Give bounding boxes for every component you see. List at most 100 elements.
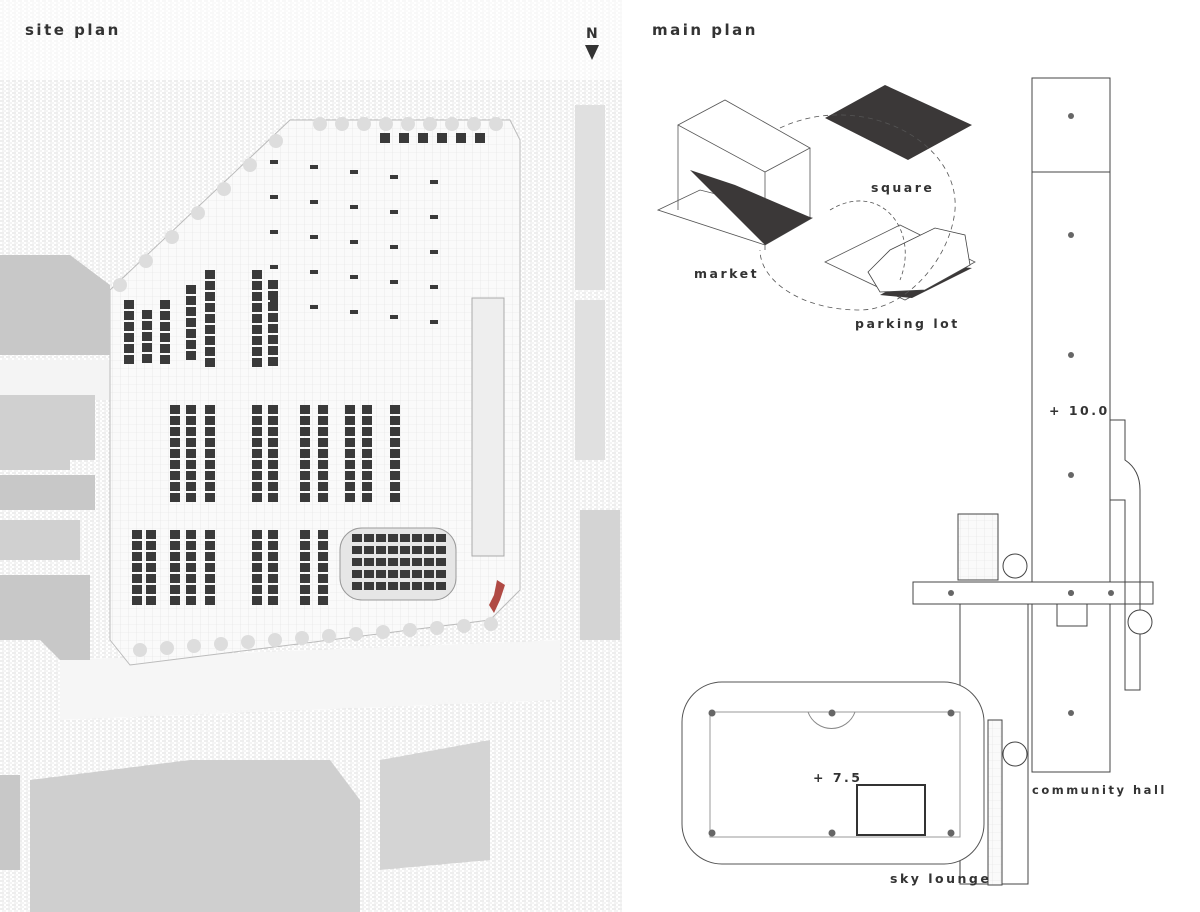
parking-stall	[390, 245, 398, 249]
parking-stall	[205, 270, 215, 279]
parking-stall	[424, 534, 434, 542]
parking-stall	[268, 280, 278, 289]
column	[828, 829, 836, 837]
parking-stall	[350, 310, 358, 314]
parking-stall	[300, 427, 310, 436]
parking-stall	[430, 320, 438, 324]
parking-stall	[186, 460, 196, 469]
parking-stall	[142, 310, 152, 319]
parking-stall	[345, 438, 355, 447]
parking-stall	[170, 416, 180, 425]
parking-stall	[390, 460, 400, 469]
parking-stall	[352, 582, 362, 590]
parking-stall	[205, 416, 215, 425]
sky-lounge-label: sky lounge	[890, 871, 991, 886]
parking-stall	[318, 541, 328, 550]
parking-stall	[268, 596, 278, 605]
parking-stall	[318, 460, 328, 469]
parking-stall	[170, 552, 180, 561]
parking-stall	[436, 546, 446, 554]
parking-stall	[146, 563, 156, 572]
column	[947, 829, 955, 837]
parking-stall	[350, 240, 358, 244]
parking-stall	[268, 460, 278, 469]
parking-stall	[400, 570, 410, 578]
tree	[243, 158, 257, 172]
parking-stall	[418, 133, 428, 143]
parking-stall	[186, 541, 196, 550]
parking-stall	[400, 546, 410, 554]
parking-stall	[362, 482, 372, 491]
tree	[379, 117, 393, 131]
parking-stall	[437, 133, 447, 143]
parking-stall	[310, 305, 318, 309]
parking-stall	[205, 405, 215, 414]
parking-stall	[186, 585, 196, 594]
diagram-label-square: square	[871, 180, 934, 195]
parking-stall	[252, 303, 262, 312]
tree	[133, 643, 147, 657]
parking-stall	[362, 427, 372, 436]
parking-stall	[400, 558, 410, 566]
parking-stall	[268, 585, 278, 594]
parking-stall	[252, 460, 262, 469]
tree	[313, 117, 327, 131]
column	[708, 829, 716, 837]
parking-stall	[252, 552, 262, 561]
parking-stall	[268, 302, 278, 311]
column	[1068, 232, 1074, 238]
parking-stall	[345, 405, 355, 414]
tree	[423, 117, 437, 131]
column	[948, 590, 954, 596]
parking-stall	[318, 530, 328, 539]
parking-stall	[142, 321, 152, 330]
parking-stall	[268, 405, 278, 414]
parking-stall	[146, 585, 156, 594]
community-hall-label: community hall	[1032, 783, 1167, 797]
parking-stall	[205, 585, 215, 594]
parking-stall	[362, 471, 372, 480]
tree	[335, 117, 349, 131]
parking-stall	[310, 200, 318, 204]
parking-stall	[475, 133, 485, 143]
parking-stall	[310, 235, 318, 239]
parking-stall	[268, 346, 278, 355]
parking-stall	[252, 347, 262, 356]
parking-stall	[345, 427, 355, 436]
north-label: N	[586, 26, 600, 42]
parking-stall	[186, 329, 196, 338]
parking-stall	[436, 582, 446, 590]
parking-stall	[412, 558, 422, 566]
parking-stall	[300, 438, 310, 447]
parking-stall	[270, 195, 278, 199]
tree	[268, 633, 282, 647]
parking-stall	[205, 336, 215, 345]
parking-stall	[170, 493, 180, 502]
parking-stall	[362, 460, 372, 469]
parking-stall	[268, 493, 278, 502]
parking-stall	[132, 574, 142, 583]
parking-stall	[300, 493, 310, 502]
parking-stall	[142, 332, 152, 341]
parking-stall	[376, 582, 386, 590]
tree	[269, 134, 283, 148]
site-plan-title: site plan	[25, 21, 121, 39]
parking-stall	[318, 449, 328, 458]
parking-stall	[146, 552, 156, 561]
parking-stall	[300, 530, 310, 539]
parking-stall	[186, 449, 196, 458]
parking-stall	[205, 358, 215, 367]
tree	[489, 117, 503, 131]
parking-stall	[318, 427, 328, 436]
parking-stall	[186, 482, 196, 491]
parking-stall	[252, 314, 262, 323]
parking-stall	[388, 570, 398, 578]
parking-stall	[388, 534, 398, 542]
parking-stall	[205, 460, 215, 469]
parking-stall	[124, 311, 134, 320]
parking-stall	[268, 416, 278, 425]
parking-stall	[390, 482, 400, 491]
parking-stall	[205, 563, 215, 572]
parking-stall	[132, 552, 142, 561]
tree	[484, 617, 498, 631]
